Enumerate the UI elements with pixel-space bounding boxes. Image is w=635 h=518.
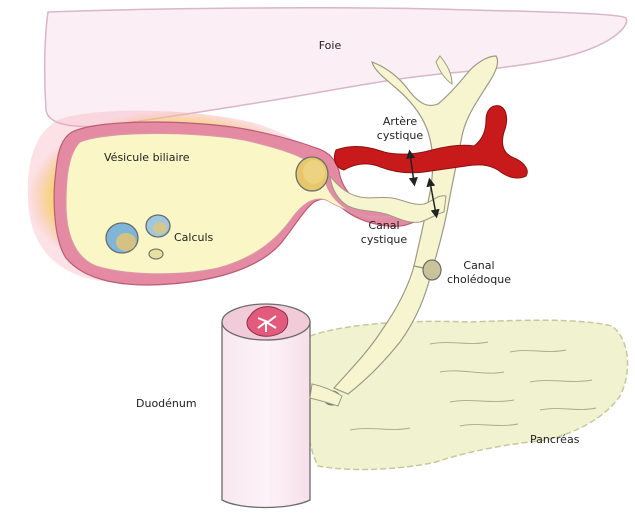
duodenum xyxy=(222,304,310,508)
label-cystic-artery-1: Artère xyxy=(368,114,432,129)
label-duodenum: Duodénum xyxy=(136,396,216,411)
pancreas xyxy=(306,320,628,469)
label-stones: Calculs xyxy=(174,230,244,245)
label-pancreas: Pancréas xyxy=(530,432,610,447)
label-liver: Foie xyxy=(300,38,360,53)
stone-small xyxy=(149,249,163,259)
label-cystic-duct-2: cystique xyxy=(352,232,416,247)
label-cystic-artery-2: cystique xyxy=(368,128,432,143)
label-common-bile-duct-1: Canal xyxy=(434,258,524,273)
label-cystic-duct-1: Canal xyxy=(352,218,416,233)
liver xyxy=(45,8,627,127)
label-gallbladder: Vésicule biliaire xyxy=(104,150,244,165)
label-common-bile-duct-2: cholédoque xyxy=(434,272,524,287)
